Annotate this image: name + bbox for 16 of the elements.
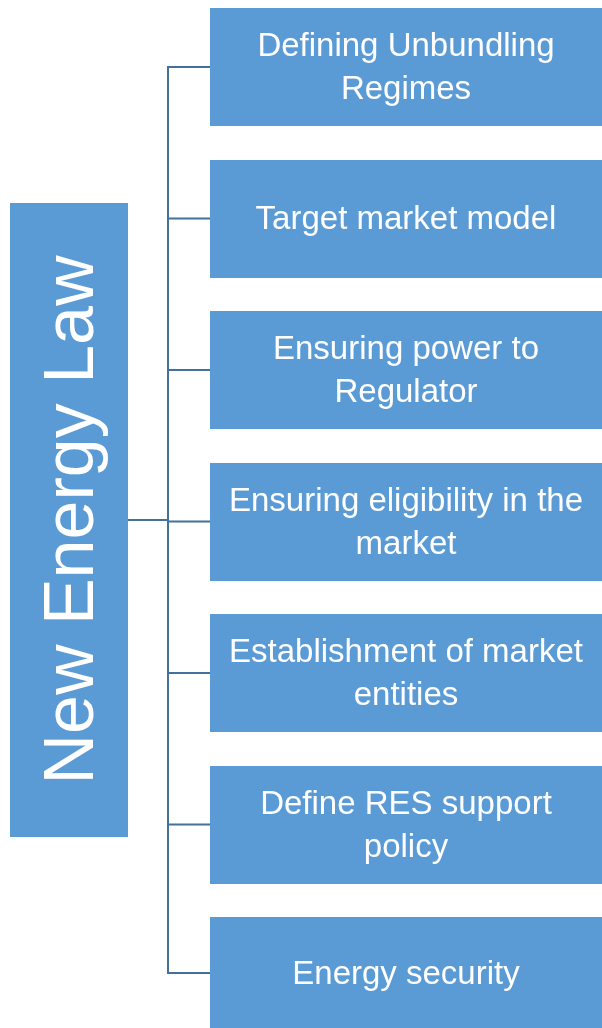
topic-box xyxy=(210,917,602,1028)
topic-box xyxy=(210,462,602,581)
topic-box xyxy=(210,614,602,732)
topic-label: Defining Unbundling Regimes xyxy=(256,25,556,108)
topic-box xyxy=(210,8,602,126)
main-label: New Energy Law xyxy=(29,255,109,785)
topic-label: Energy security xyxy=(292,952,520,993)
topic-box xyxy=(210,311,602,429)
topic-label: Define RES support policy xyxy=(259,782,553,866)
main-box xyxy=(10,203,128,837)
topic-label: Establishment of market entities xyxy=(228,631,584,714)
topic-label: Ensuring eligibility in the market xyxy=(228,479,584,563)
topic-box xyxy=(210,159,602,278)
topic-label: Target market model xyxy=(255,198,557,239)
topic-label: Ensuring power to Regulator xyxy=(272,328,540,411)
topic-box xyxy=(210,765,602,884)
